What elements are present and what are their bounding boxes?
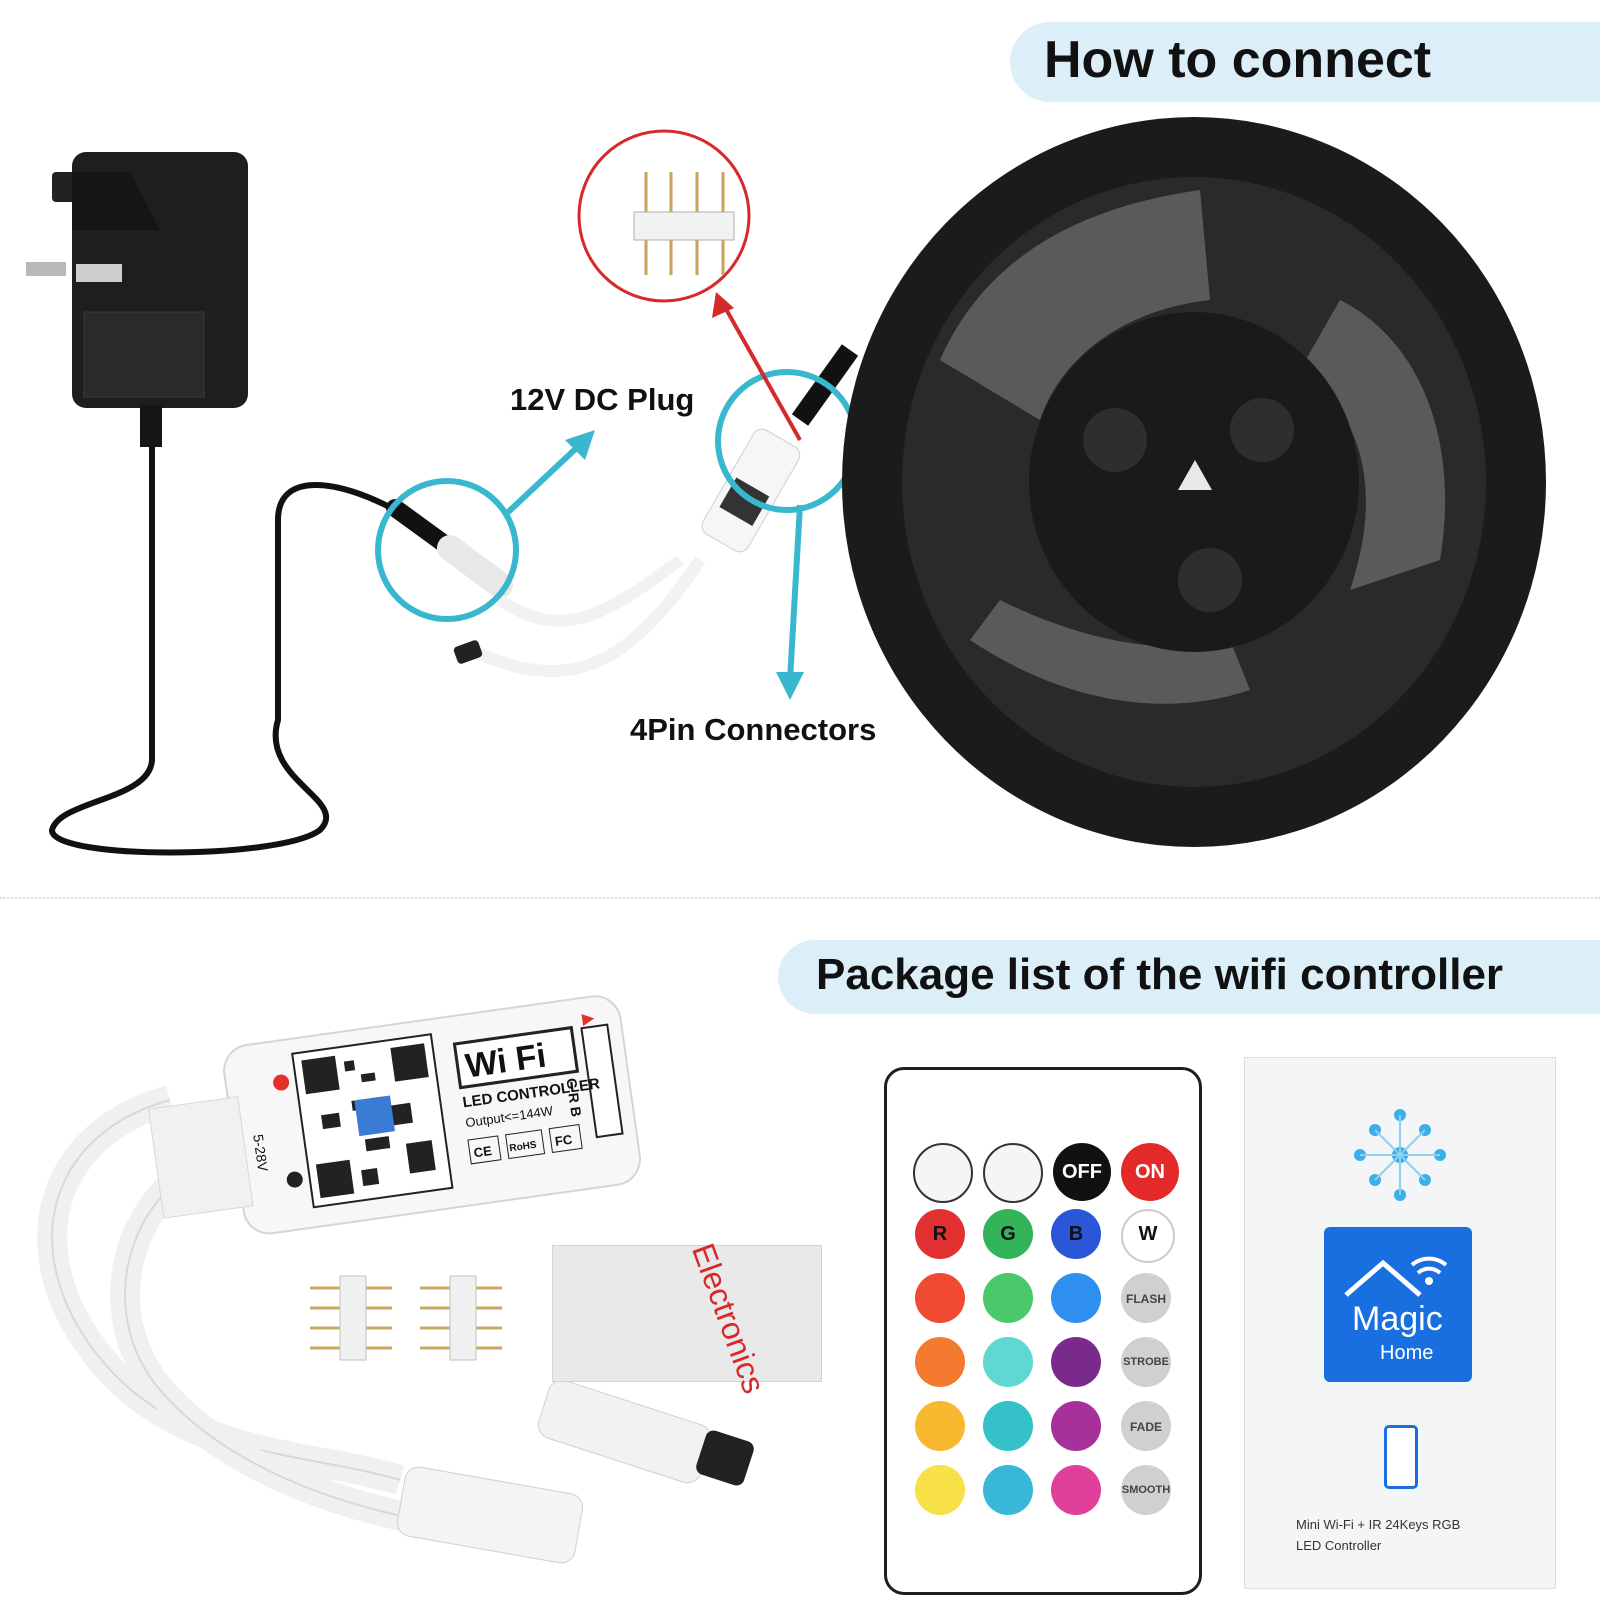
how-to-connect-title: How to connect [1044, 31, 1432, 89]
power-adapter [26, 152, 248, 447]
color-button-r3c3[interactable] [1051, 1401, 1101, 1451]
red-button[interactable] [915, 1209, 965, 1259]
rohs-mark: RoHS [509, 1140, 538, 1155]
color-button-r1c1[interactable] [915, 1273, 965, 1323]
mini-controller [701, 428, 801, 553]
male-dc-plug [537, 1379, 754, 1486]
app-name-line1: Magic [1352, 1300, 1443, 1338]
blue-button[interactable] [1051, 1209, 1101, 1259]
controller-pins: G R B [563, 1077, 584, 1118]
color-button-r4c1[interactable] [915, 1465, 965, 1515]
blue-button-label: B [1068, 1223, 1084, 1245]
flash-button-label: FLASH [1126, 1292, 1166, 1306]
smooth-button[interactable] [1121, 1465, 1171, 1515]
dc-plug-label: 12V DC Plug [510, 382, 695, 417]
dc-jack [386, 499, 513, 598]
color-button-r2c3[interactable] [1051, 1337, 1101, 1387]
color-button-r2c1[interactable] [915, 1337, 965, 1387]
color-button-r3c1[interactable] [915, 1401, 965, 1451]
strobe-button[interactable] [1121, 1337, 1171, 1387]
home-wifi-icon [1344, 1256, 1448, 1297]
pin-connectors-label: 4Pin Connectors [630, 712, 877, 747]
package-list-banner [778, 940, 1600, 1014]
color-button-r3c2[interactable] [983, 1401, 1033, 1451]
brightness-down-icon[interactable] [913, 1143, 973, 1203]
pin-detail [633, 172, 735, 275]
dc-plug-callout [375, 478, 519, 622]
fade-button[interactable] [1121, 1401, 1171, 1451]
package-list-title: Package list of the wifi controller [816, 950, 1504, 999]
on-button-label: ON [1135, 1161, 1165, 1183]
white-button[interactable] [1121, 1209, 1175, 1263]
color-button-r2c2[interactable] [983, 1337, 1033, 1387]
white-button-label: W [1138, 1223, 1158, 1245]
section-divider [0, 897, 1600, 899]
led-strip-reel [842, 117, 1546, 847]
network-graphic [1354, 1109, 1446, 1201]
fade-button-label: FADE [1129, 1420, 1162, 1434]
off-button-label: OFF [1062, 1161, 1102, 1183]
wifi-controller-box: Wi Fi LED CONTROLLER Output<=144W G R B … [147, 995, 641, 1235]
strobe-button-label: STROBE [1123, 1356, 1169, 1368]
manual-caption-line2: LED Controller [1296, 1538, 1382, 1553]
connection-illustration [26, 117, 1546, 856]
remote-keypad: OFF ON R G B W FLASH STROBE FADE SMOOTH [903, 1137, 1181, 1547]
controller-voltage: 5-28V [250, 1133, 271, 1173]
off-button[interactable] [1053, 1143, 1111, 1201]
female-dc-jack [397, 1466, 583, 1564]
how-to-connect-banner [1010, 22, 1600, 102]
controller-callout [715, 369, 859, 513]
ce-mark: CE [473, 1143, 493, 1160]
color-button-r4c3[interactable] [1051, 1465, 1101, 1515]
smooth-button-label: SMOOTH [1121, 1484, 1171, 1496]
flash-button[interactable] [1121, 1273, 1171, 1323]
fc-mark: FC [554, 1132, 574, 1149]
brightness-up-icon[interactable] [983, 1143, 1043, 1203]
red-button-label: R [932, 1223, 948, 1245]
adhesive-tape [552, 1245, 822, 1382]
color-button-r1c3[interactable] [1051, 1273, 1101, 1323]
on-button[interactable] [1121, 1143, 1179, 1201]
color-button-r4c2[interactable] [983, 1465, 1033, 1515]
app-name-line2: Home [1380, 1342, 1434, 1364]
phone-icon [1384, 1425, 1418, 1489]
green-button-label: G [1000, 1223, 1016, 1245]
adapter-cable [48, 447, 397, 856]
spare-pin-connectors [310, 1275, 502, 1361]
green-button[interactable] [983, 1209, 1033, 1259]
wifi-controller-illustration: Wi Fi LED CONTROLLER Output<=144W G R B … [37, 995, 754, 1564]
color-button-r1c2[interactable] [983, 1273, 1033, 1323]
manual-caption-line1: Mini Wi-Fi + IR 24Keys RGB [1296, 1517, 1461, 1532]
magic-home-app-icon [1324, 1227, 1472, 1382]
pin-detail-callout [577, 129, 751, 303]
